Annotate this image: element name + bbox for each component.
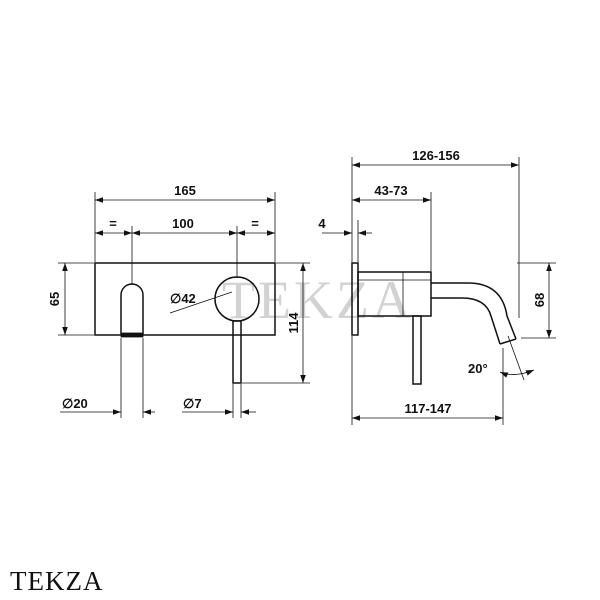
side-spout-top — [431, 282, 517, 340]
watermark-text: TEKZA — [222, 270, 414, 330]
dim-angle — [499, 369, 535, 378]
label-width: 165 — [174, 183, 196, 198]
label-spout-dia: ∅20 — [62, 396, 88, 411]
spout-tip — [120, 332, 144, 338]
side-spout-outlet — [499, 338, 517, 345]
label-height: 65 — [47, 292, 62, 306]
front-view — [58, 192, 310, 418]
label-equal-right: = — [251, 216, 259, 231]
brand-logo-text: TEKZA — [10, 566, 104, 596]
label-plate-thickness: 4 — [318, 216, 326, 231]
front-plate — [94, 262, 276, 336]
side-view-labels: 126-156 43-73 4 68 117-147 20° — [318, 148, 547, 416]
label-angle: 20° — [468, 361, 488, 376]
side-view — [322, 157, 556, 425]
spout-outline — [120, 283, 144, 335]
side-body — [357, 271, 432, 317]
front-view-labels: 165 100 = = 65 114 ∅42 ∅20 ∅7 — [47, 183, 301, 411]
label-equal-left: = — [109, 216, 117, 231]
label-lever-dia: ∅7 — [183, 396, 202, 411]
lever — [232, 320, 242, 384]
label-handle-dia: ∅42 — [170, 291, 196, 306]
label-lever-height: 114 — [286, 312, 301, 334]
handle-dia-leader — [169, 291, 233, 314]
label-total-depth: 126-156 — [412, 148, 460, 163]
side-spout-bottom — [431, 297, 501, 345]
label-body-depth: 43-73 — [374, 183, 407, 198]
label-spout-reach: 117-147 — [405, 401, 452, 416]
label-spout-height: 68 — [532, 293, 547, 307]
label-centers: 100 — [172, 216, 194, 231]
side-lever — [412, 315, 422, 385]
